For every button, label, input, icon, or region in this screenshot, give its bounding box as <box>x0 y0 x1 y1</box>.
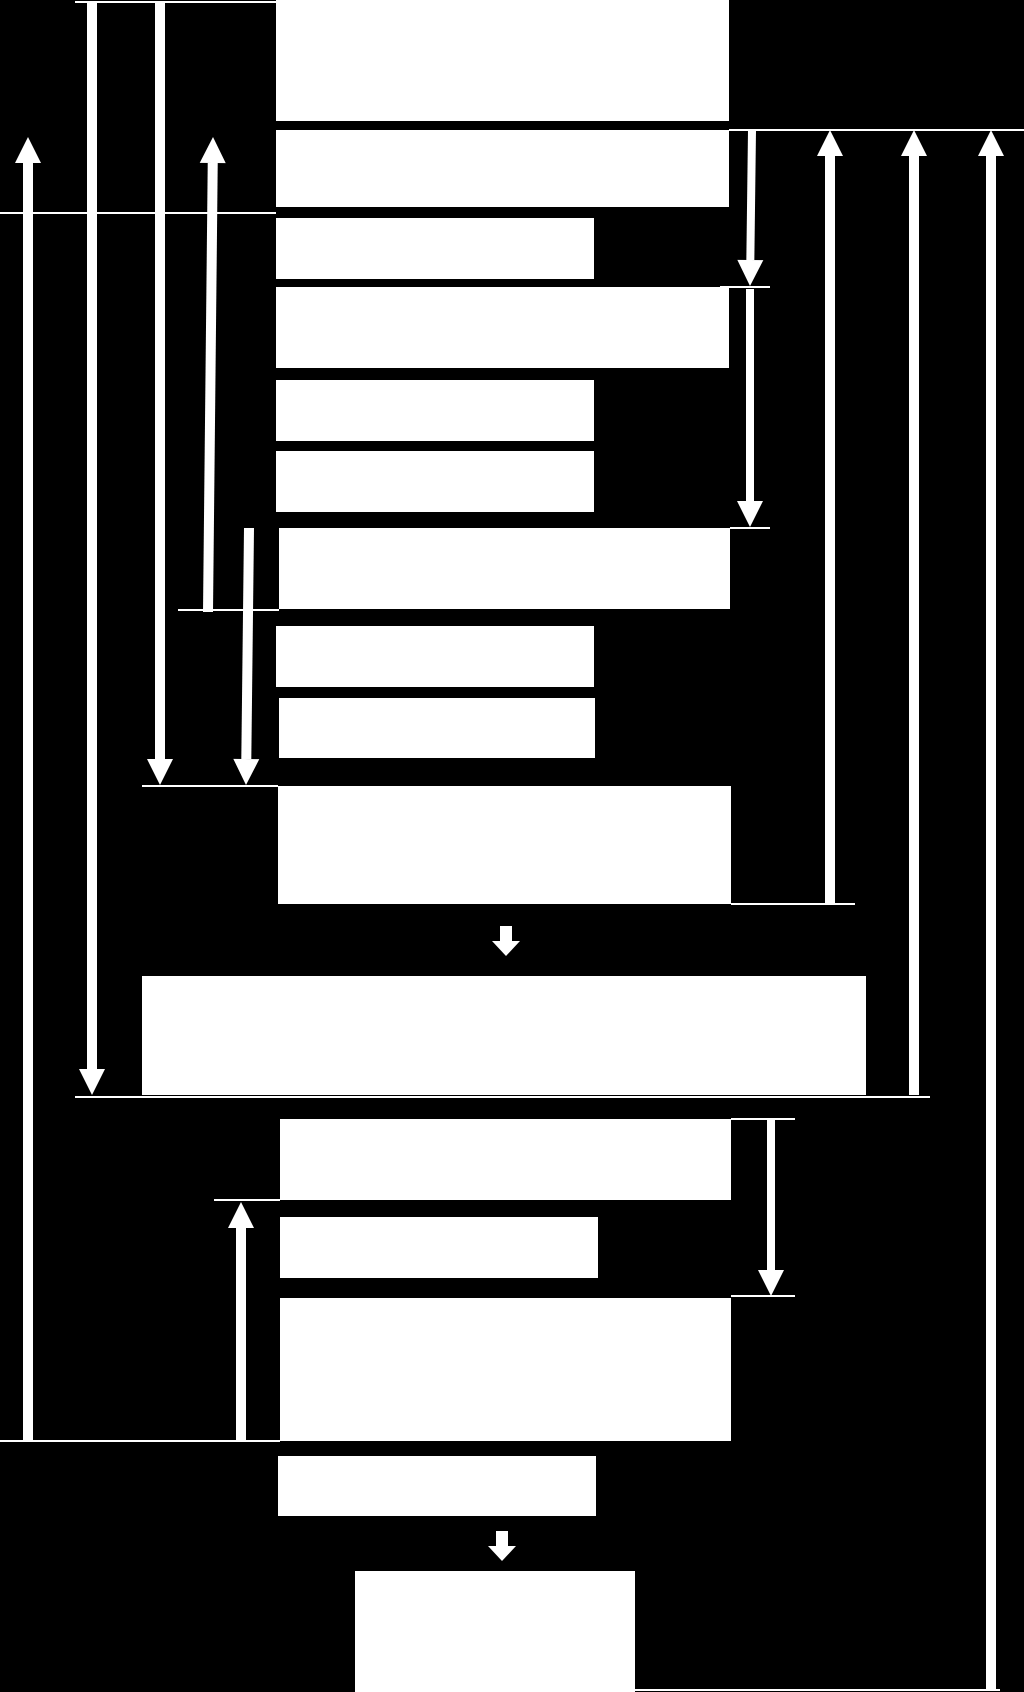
arrowhead <box>901 130 927 156</box>
flow-arrow <box>737 129 764 286</box>
process-box-shape <box>279 528 730 609</box>
block-arrow-head <box>492 941 520 956</box>
arrowhead <box>147 759 173 785</box>
process-box-shape <box>355 1571 635 1692</box>
flow-arrow <box>228 1202 254 1441</box>
arrowhead <box>228 1202 254 1228</box>
box-layer <box>142 0 866 1692</box>
process-box <box>355 1571 635 1692</box>
flow-arrow <box>79 2 105 1095</box>
process-box-shape <box>276 0 729 121</box>
arrow-shaft <box>746 129 756 261</box>
arrowhead <box>758 1270 784 1296</box>
process-box-shape <box>278 1456 596 1516</box>
process-box-shape <box>276 380 594 441</box>
process-box <box>278 1456 596 1516</box>
process-box <box>276 218 594 279</box>
arrowhead <box>978 130 1004 156</box>
block-arrow <box>488 1531 516 1561</box>
process-box <box>276 380 594 441</box>
process-box-shape <box>276 626 594 687</box>
flow-arrow <box>233 527 260 785</box>
flow-arrow <box>817 130 843 904</box>
arrowhead <box>79 1069 105 1095</box>
block-arrow-head <box>488 1546 516 1561</box>
process-box <box>278 786 731 904</box>
process-box <box>276 287 729 368</box>
process-box <box>280 1119 731 1200</box>
arrowhead <box>737 501 763 527</box>
process-box <box>276 626 594 687</box>
process-box-shape <box>278 786 731 904</box>
flow-arrow <box>737 289 763 527</box>
process-box <box>276 130 729 207</box>
process-box <box>280 1217 598 1278</box>
process-box-shape <box>280 1119 731 1200</box>
flow-arrow <box>199 137 226 613</box>
flow-arrow <box>978 130 1004 1690</box>
process-box-shape <box>276 218 594 279</box>
block-arrow-stem <box>496 1531 508 1547</box>
flow-arrow <box>901 130 927 1095</box>
process-box <box>280 1298 731 1441</box>
block-arrow-stem <box>500 926 512 942</box>
flow-arrow <box>758 1119 784 1296</box>
process-box-shape <box>280 1298 731 1441</box>
process-box <box>276 451 594 512</box>
process-box <box>279 528 730 609</box>
arrowhead <box>737 259 764 286</box>
process-box <box>276 0 729 121</box>
process-box-shape <box>276 287 729 368</box>
process-box-shape <box>276 451 594 512</box>
arrowhead <box>15 137 41 163</box>
flow-arrow <box>15 137 41 1441</box>
process-box-shape <box>279 698 595 758</box>
block-arrow <box>492 926 520 956</box>
process-box-shape <box>142 976 866 1095</box>
arrow-shaft <box>203 162 218 613</box>
arrowhead <box>233 758 260 785</box>
arrow-shaft <box>241 527 254 760</box>
arrowhead <box>817 130 843 156</box>
flow-arrow <box>147 2 173 785</box>
arrowhead <box>199 137 226 164</box>
process-box <box>142 976 866 1095</box>
process-box-shape <box>276 130 729 207</box>
process-box-shape <box>280 1217 598 1278</box>
process-box <box>279 698 595 758</box>
